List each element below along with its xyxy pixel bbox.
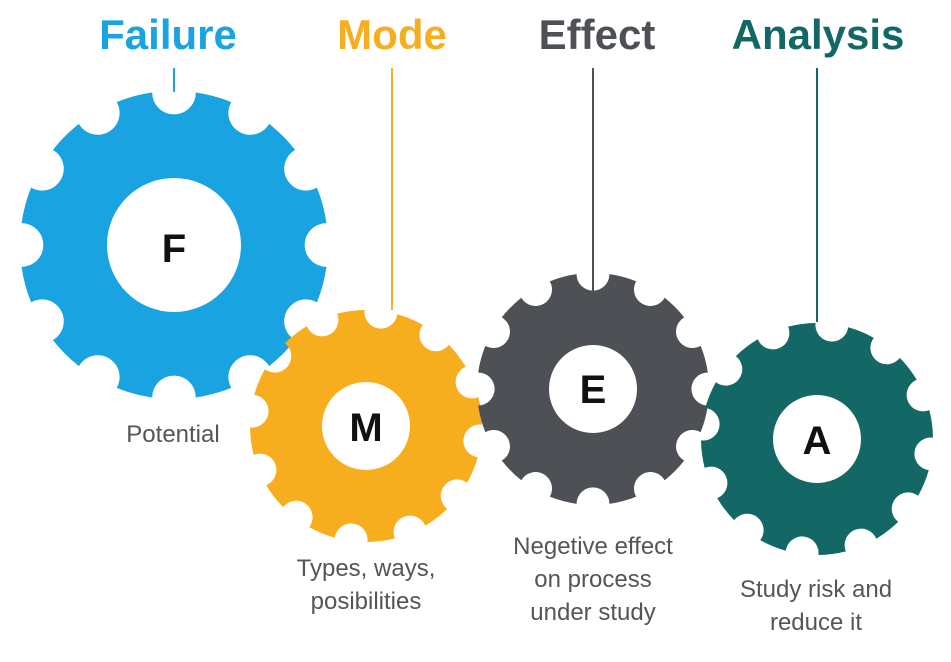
title-mode: Mode (337, 11, 447, 58)
description-line: Potential (126, 421, 220, 448)
description-analysis: Study risk and reduce it (740, 573, 892, 639)
failure-gear-hub (107, 178, 241, 312)
effect-gear-hub (549, 345, 637, 433)
description-line: Types, ways, (296, 555, 436, 582)
letter-a: A (802, 419, 832, 463)
title-effect: Effect (538, 11, 656, 58)
description-mode: Types, ways, posibilities (297, 552, 436, 618)
description-line: Study risk and (739, 576, 893, 603)
description-line: under study (530, 599, 656, 626)
letter-m: M (349, 406, 383, 450)
description-line: reduce it (769, 609, 863, 636)
title-analysis: Analysis (731, 11, 905, 58)
description-failure: Potential (126, 418, 219, 451)
analysis-gear-hub (773, 395, 861, 483)
letter-f: F (161, 227, 187, 271)
description-line: Negetive effect (513, 533, 673, 560)
description-line: on process (534, 566, 652, 593)
mode-gear-hub (322, 382, 410, 470)
description-line: posibilities (310, 588, 422, 615)
letter-e: E (579, 368, 607, 412)
title-failure: Failure (99, 11, 237, 58)
description-effect: Negetive effect on process under study (513, 530, 673, 629)
